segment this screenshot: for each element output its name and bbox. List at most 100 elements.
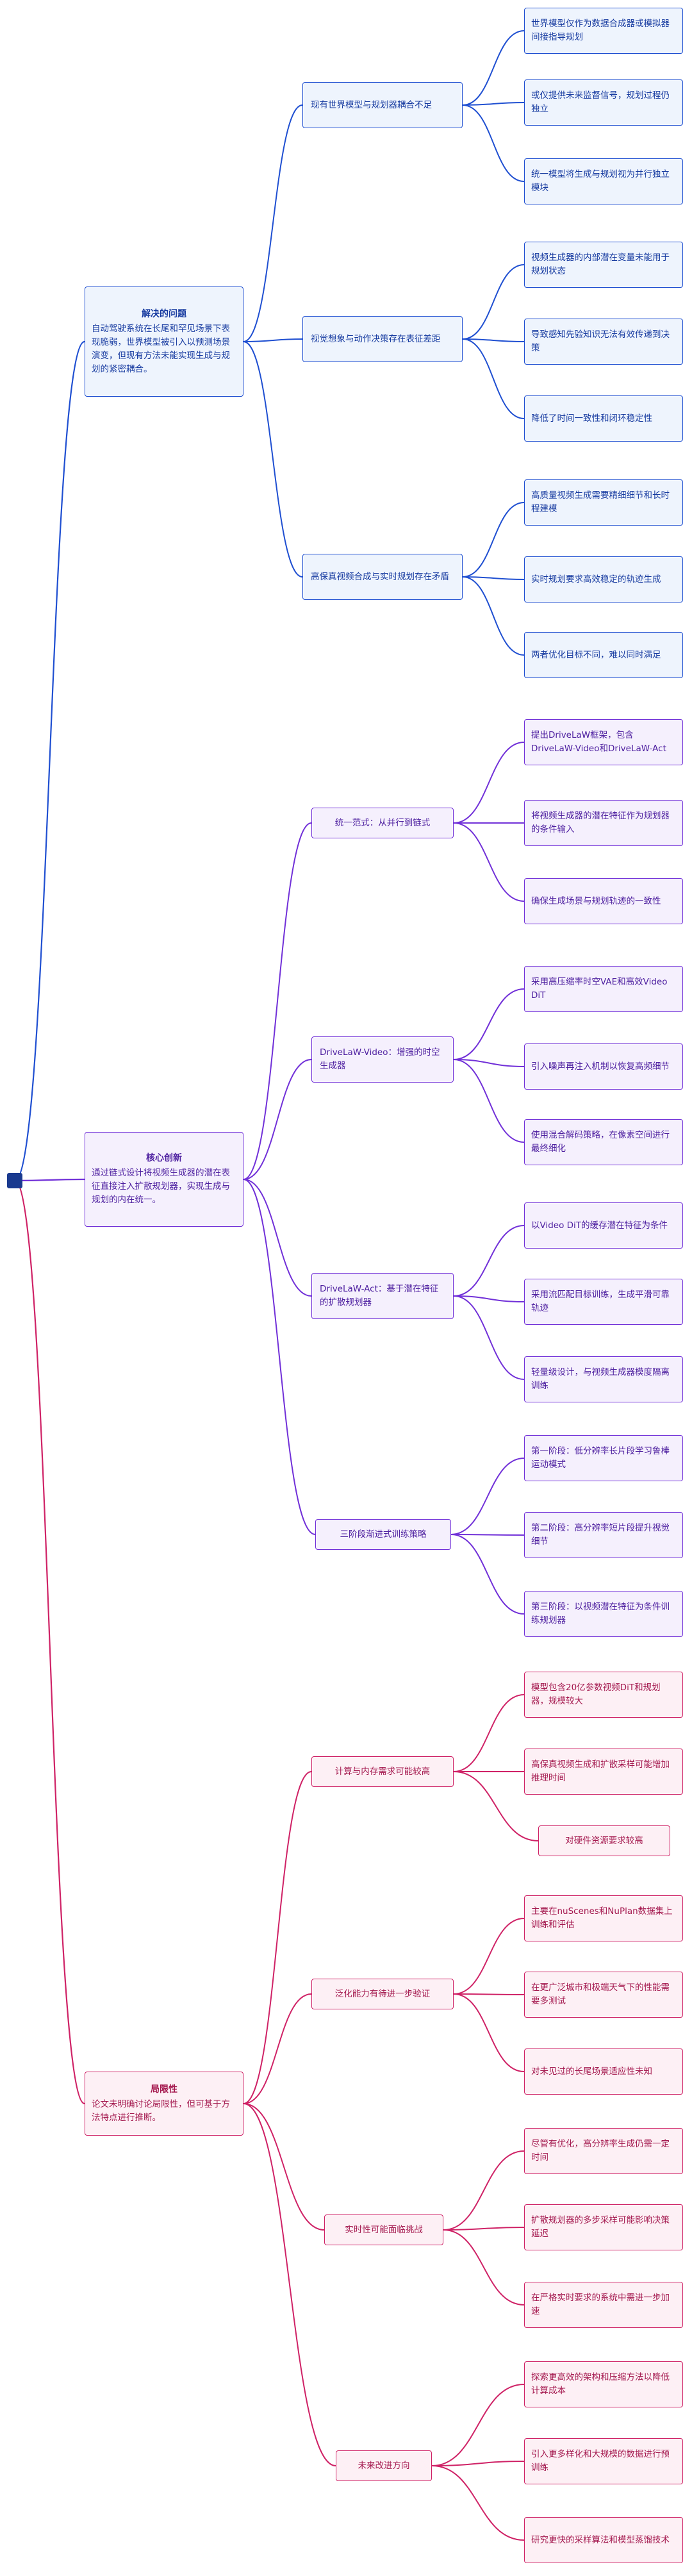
leaf-connector bbox=[462, 576, 525, 580]
leaf-connector bbox=[450, 1458, 525, 1535]
sub-node[interactable]: 视觉想象与动作决策存在表征差距 bbox=[302, 316, 463, 362]
leaf-label: 将视频生成器的潜在特征作为规划器的条件输入 bbox=[531, 811, 670, 835]
leaf-node[interactable]: 提出DriveLaW框架，包含DriveLaW-Video和DriveLaW-A… bbox=[524, 719, 683, 765]
branch-description: 自动驾驶系统在长尾和罕见场景下表现脆弱，世界模型被引入以预测场景演变，但现有方法… bbox=[92, 323, 230, 374]
leaf-node[interactable]: 探索更高效的架构和压缩方法以降低计算成本 bbox=[524, 2361, 683, 2407]
leaf-connector bbox=[462, 30, 525, 106]
leaf-connector bbox=[431, 2461, 525, 2466]
leaf-node[interactable]: 引入更多样化和大规模的数据进行预训练 bbox=[524, 2438, 683, 2484]
leaf-node[interactable]: 扩散规划器的多步采样可能影响决策延迟 bbox=[524, 2204, 683, 2250]
leaf-node[interactable]: 对未见过的长尾场景适应性未知 bbox=[524, 2048, 683, 2095]
branch-title: 核心创新 bbox=[146, 1153, 182, 1163]
sub-connector bbox=[243, 338, 303, 342]
sub-connector bbox=[243, 2103, 325, 2231]
leaf-node[interactable]: 实时规划要求高效稳定的轨迹生成 bbox=[524, 556, 683, 602]
leaf-label: 导致感知先验知识无法有效传递到决策 bbox=[531, 329, 670, 353]
leaf-label: 确保生成场景与规划轨迹的一致性 bbox=[531, 895, 661, 906]
sub-label: 泛化能力有待进一步验证 bbox=[334, 1988, 431, 1999]
sub-node[interactable]: 三阶段渐进式训练策略 bbox=[315, 1519, 451, 1550]
sub-label: DriveLaW-Video：增强的时空生成器 bbox=[320, 1047, 440, 1071]
branch-connector bbox=[14, 340, 85, 1182]
leaf-label: 第二阶段：高分辨率短片段提升视觉细节 bbox=[531, 1523, 670, 1547]
sub-label: 实时性可能面临挑战 bbox=[345, 2224, 423, 2235]
leaf-node[interactable]: 将视频生成器的潜在特征作为规划器的条件输入 bbox=[524, 800, 683, 846]
leaf-label: 实时规划要求高效稳定的轨迹生成 bbox=[531, 574, 661, 585]
sub-connector bbox=[243, 1993, 312, 2104]
leaf-node[interactable]: 高质量视频生成需要精细细节和长时程建模 bbox=[524, 479, 683, 526]
sub-node[interactable]: 计算与内存需求可能较高 bbox=[311, 1756, 454, 1787]
sub-label: 三阶段渐进式训练策略 bbox=[340, 1529, 427, 1540]
leaf-node[interactable]: 模型包含20亿参数视频DiT和规划器，规模较大 bbox=[524, 1672, 683, 1718]
leaf-node[interactable]: 或仅提供未来监督信号，规划过程仍独立 bbox=[524, 79, 683, 126]
leaf-node[interactable]: 使用混合解码策略，在像素空间进行最终细化 bbox=[524, 1119, 683, 1165]
leaf-label: 采用高压缩率时空VAE和高效Video DiT bbox=[531, 977, 668, 1001]
leaf-node[interactable]: 导致感知先验知识无法有效传递到决策 bbox=[524, 319, 683, 365]
sub-label: 视觉想象与动作决策存在表征差距 bbox=[311, 333, 441, 344]
leaf-node[interactable]: 两者优化目标不同，难以同时满足 bbox=[524, 632, 683, 678]
branch-description: 论文未明确讨论局限性，但可基于方法特点进行推断。 bbox=[92, 2098, 230, 2123]
leaf-label: 世界模型仅作为数据合成器或模拟器间接指导规划 bbox=[531, 19, 670, 42]
leaf-node[interactable]: 统一模型将生成与规划视为并行独立模块 bbox=[524, 158, 683, 204]
leaf-connector bbox=[450, 1534, 525, 1536]
leaf-label: 在严格实时要求的系统中需进一步加速 bbox=[531, 2293, 670, 2316]
leaf-connector bbox=[453, 822, 525, 902]
leaf-label: 引入噪声再注入机制以恢复高频细节 bbox=[531, 1061, 670, 1072]
leaf-connector bbox=[453, 1993, 525, 2072]
branch-node[interactable]: 核心创新通过链式设计将视频生成器的潜在表征直接注入扩散规划器，实现生成与规划的内… bbox=[85, 1132, 243, 1227]
leaf-label: 主要在nuScenes和NuPlan数据集上训练和评估 bbox=[531, 1906, 673, 1930]
sub-connector bbox=[243, 104, 303, 342]
leaf-label: 尽管有优化，高分辨率生成仍需一定时间 bbox=[531, 2139, 670, 2163]
leaf-connector bbox=[453, 1295, 525, 1380]
leaf-node[interactable]: 世界模型仅作为数据合成器或模拟器间接指导规划 bbox=[524, 8, 683, 54]
leaf-label: 降低了时间一致性和闭环稳定性 bbox=[531, 413, 652, 424]
sub-node[interactable]: 统一范式：从并行到链式 bbox=[311, 808, 454, 838]
leaf-node[interactable]: 视频生成器的内部潜在变量未能用于规划状态 bbox=[524, 242, 683, 288]
leaf-connector bbox=[431, 2384, 525, 2466]
branch-connector bbox=[14, 1179, 85, 2105]
leaf-node[interactable]: 降低了时间一致性和闭环稳定性 bbox=[524, 395, 683, 442]
leaf-node[interactable]: 尽管有优化，高分辨率生成仍需一定时间 bbox=[524, 2128, 683, 2174]
sub-connector bbox=[243, 1771, 312, 2104]
leaf-label: 对硬件资源要求较高 bbox=[565, 1835, 643, 1846]
leaf-label: 统一模型将生成与规划视为并行独立模块 bbox=[531, 169, 670, 193]
leaf-label: 以Video DiT的缓存潜在特征为条件 bbox=[531, 1220, 668, 1231]
leaf-connector bbox=[453, 1993, 525, 1995]
leaf-label: 采用流匹配目标训练，生成平滑可靠轨迹 bbox=[531, 1290, 670, 1313]
leaf-connector bbox=[453, 988, 525, 1060]
leaf-node[interactable]: 第三阶段：以视频潜在特征为条件训练规划器 bbox=[524, 1591, 683, 1637]
leaf-node[interactable]: 采用流匹配目标训练，生成平滑可靠轨迹 bbox=[524, 1279, 683, 1325]
sub-node[interactable]: 实时性可能面临挑战 bbox=[324, 2215, 443, 2245]
sub-connector bbox=[243, 341, 303, 578]
leaf-node[interactable]: 对硬件资源要求较高 bbox=[538, 1825, 670, 1856]
sub-node[interactable]: 未来改进方向 bbox=[336, 2450, 432, 2481]
leaf-node[interactable]: 采用高压缩率时空VAE和高效Video DiT bbox=[524, 966, 683, 1012]
sub-node[interactable]: 现有世界模型与规划器耦合不足 bbox=[302, 82, 463, 128]
sub-node[interactable]: DriveLaW-Video：增强的时空生成器 bbox=[311, 1036, 454, 1083]
root-node[interactable] bbox=[7, 1173, 22, 1188]
sub-node[interactable]: 泛化能力有待进一步验证 bbox=[311, 1979, 454, 2009]
branch-node[interactable]: 解决的问题自动驾驶系统在长尾和罕见场景下表现脆弱，世界模型被引入以预测场景演变，… bbox=[85, 287, 243, 397]
leaf-connector bbox=[462, 264, 525, 340]
branch-connector bbox=[14, 1178, 85, 1182]
leaf-node[interactable]: 在严格实时要求的系统中需进一步加速 bbox=[524, 2282, 683, 2328]
leaf-label: 高保真视频生成和扩散采样可能增加推理时间 bbox=[531, 1759, 670, 1783]
leaf-node[interactable]: 高保真视频生成和扩散采样可能增加推理时间 bbox=[524, 1749, 683, 1795]
leaf-node[interactable]: 确保生成场景与规划轨迹的一致性 bbox=[524, 878, 683, 924]
leaf-node[interactable]: 主要在nuScenes和NuPlan数据集上训练和评估 bbox=[524, 1895, 683, 1941]
leaf-node[interactable]: 引入噪声再注入机制以恢复高频细节 bbox=[524, 1043, 683, 1090]
leaf-node[interactable]: 在更广泛城市和极端天气下的性能需要多测试 bbox=[524, 1972, 683, 2018]
leaf-node[interactable]: 第一阶段：低分辨率长片段学习鲁棒运动模式 bbox=[524, 1435, 683, 1481]
sub-label: 统一范式：从并行到链式 bbox=[334, 817, 431, 828]
leaf-node[interactable]: 以Video DiT的缓存潜在特征为条件 bbox=[524, 1202, 683, 1249]
leaf-connector bbox=[453, 1059, 525, 1067]
leaf-label: 第一阶段：低分辨率长片段学习鲁棒运动模式 bbox=[531, 1446, 670, 1470]
leaf-node[interactable]: 轻量级设计，与视频生成器模度隔离训练 bbox=[524, 1356, 683, 1402]
leaf-connector bbox=[462, 104, 525, 182]
sub-node[interactable]: 高保真视频合成与实时规划存在矛盾 bbox=[302, 554, 463, 600]
leaf-node[interactable]: 研究更快的采样算法和模型蒸馏技术 bbox=[524, 2517, 683, 2563]
branch-title: 局限性 bbox=[151, 2084, 177, 2095]
sub-label: DriveLaW-Act：基于潜在特征的扩散规划器 bbox=[320, 1284, 439, 1308]
sub-node[interactable]: DriveLaW-Act：基于潜在特征的扩散规划器 bbox=[311, 1273, 454, 1319]
leaf-node[interactable]: 第二阶段：高分辨率短片段提升视觉细节 bbox=[524, 1512, 683, 1558]
branch-node[interactable]: 局限性论文未明确讨论局限性，但可基于方法特点进行推断。 bbox=[85, 2072, 243, 2136]
